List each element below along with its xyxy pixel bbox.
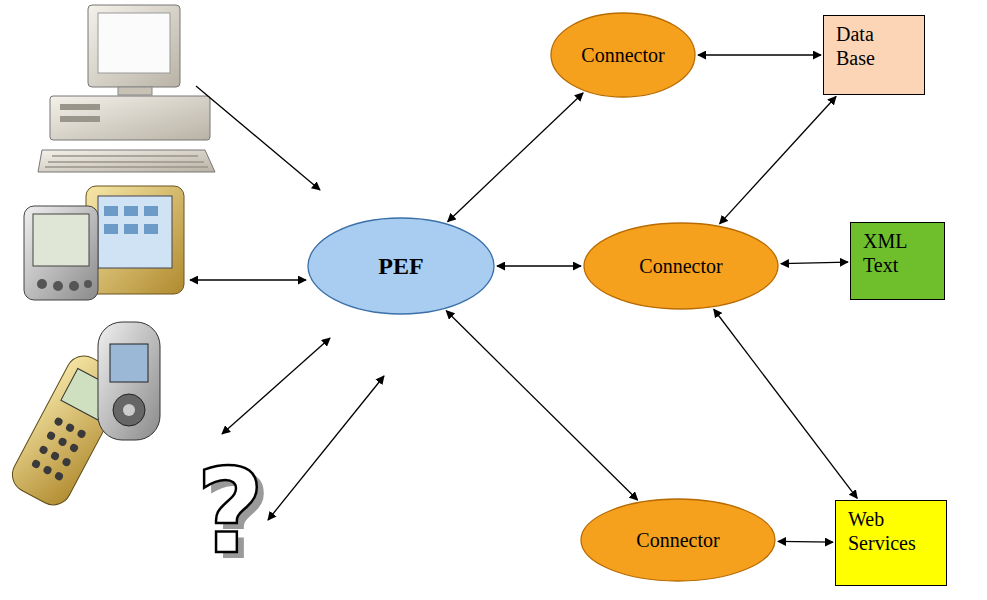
node-label: Connector: [636, 529, 719, 552]
connector-ellipse: Connector: [550, 12, 696, 98]
connector-arrow: [778, 541, 833, 543]
node-label: XML Text: [863, 229, 936, 277]
connector-arrow: [714, 309, 857, 498]
connector-arrow: [497, 265, 581, 266]
question-mark: ?: [196, 452, 264, 570]
pda-illustration: [24, 186, 184, 300]
ellipse-shape: [551, 13, 695, 97]
ellipse-shape: [308, 218, 494, 314]
connector-arrow: [698, 54, 821, 55]
service-box: Web Services: [835, 500, 947, 586]
data-store-box: Data Base: [823, 15, 925, 95]
node-label: Connector: [639, 255, 722, 278]
engine-ellipse: PEF: [307, 217, 495, 315]
connector-arrow: [446, 311, 637, 500]
node-label: Web Services: [848, 507, 938, 555]
node-label: Data Base: [836, 22, 916, 70]
ellipse-shape: [581, 499, 775, 581]
phone-illustration: [6, 322, 160, 511]
connector-ellipse: Connector: [580, 498, 776, 582]
connector-arrow: [720, 96, 836, 223]
connector-arrow: [448, 93, 583, 222]
data-store-box: XML Text: [850, 222, 945, 300]
node-label: PEF: [378, 253, 423, 280]
computer-illustration: [38, 5, 215, 172]
ellipse-shape: [584, 223, 778, 309]
node-label: Connector: [581, 44, 664, 67]
connector-arrow: [781, 262, 848, 264]
connector-ellipse: Connector: [583, 222, 779, 310]
